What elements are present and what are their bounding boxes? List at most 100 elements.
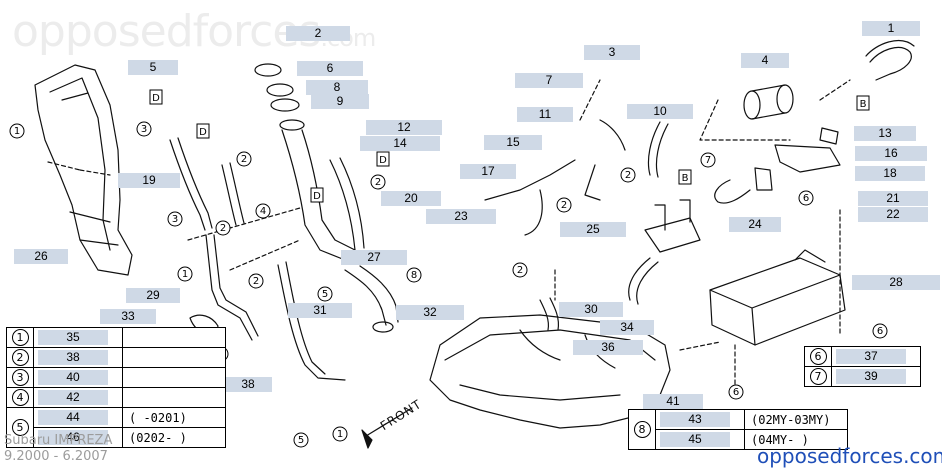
marker-circle-4: 4 (255, 203, 271, 219)
svg-text:1: 1 (337, 429, 343, 440)
marker-circle-1: 1 (9, 123, 25, 139)
callout-11: 11 (517, 107, 573, 122)
legend-symbol: 4 (11, 389, 29, 406)
legend-row: 46 (0202- ) (7, 427, 226, 448)
legend-part-number: 35 (38, 330, 108, 345)
legend-range (122, 367, 226, 388)
legend-range: (04MY- ) (744, 429, 848, 450)
callout-13: 13 (854, 126, 916, 141)
model-name: Subaru IMPREZA (4, 433, 113, 448)
svg-text:3: 3 (141, 124, 147, 135)
callout-9: 9 (311, 94, 369, 109)
svg-text:2: 2 (625, 170, 631, 181)
marker-circle-2: 2 (236, 151, 252, 167)
legend-symbol: 1 (11, 329, 29, 346)
marker-circle-5: 5 (317, 286, 333, 302)
svg-text:2: 2 (375, 177, 381, 188)
legend-part-number: 44 (38, 410, 108, 425)
legend-range: (02MY-03MY) (744, 409, 848, 430)
callout-20: 20 (381, 191, 441, 206)
callout-34: 34 (600, 320, 654, 335)
marker-circle-7: 7 (700, 152, 716, 168)
legend-part-number: 45 (660, 432, 730, 447)
legend-row: 1 35 (6, 327, 226, 348)
svg-text:B: B (682, 173, 689, 184)
callout-29: 29 (126, 288, 180, 303)
fuel-line-part (277, 261, 346, 381)
callout-6: 6 (297, 61, 363, 76)
svg-text:7: 7 (705, 155, 711, 166)
svg-text:2: 2 (253, 276, 259, 287)
legend-range (122, 387, 226, 408)
callout-24: 24 (729, 217, 781, 232)
callout-7: 7 (515, 73, 583, 88)
legend-row: 45 (04MY- ) (629, 429, 848, 450)
marker-box-c: D (310, 187, 324, 203)
legend-range (122, 327, 226, 348)
model-dates: 9.2000 - 6.2007 (4, 449, 108, 464)
watermark-bottom: opposedforces.com (757, 444, 942, 468)
callout-22: 22 (858, 207, 928, 222)
marker-circle-3: 3 (167, 211, 183, 227)
marker-circle-8: 8 (406, 267, 422, 283)
legend-symbol: 6 (809, 348, 827, 365)
marker-circle-1: 1 (177, 266, 193, 282)
callout-5: 5 (128, 60, 178, 75)
svg-text:5: 5 (298, 435, 304, 446)
marker-circle-6: 6 (798, 190, 814, 206)
svg-text:8: 8 (411, 270, 417, 281)
marker-circle-2: 2 (215, 220, 231, 236)
canister-part (709, 249, 846, 346)
marker-box-c: D (149, 89, 163, 105)
marker-box-b: B (856, 95, 870, 111)
svg-text:D: D (379, 155, 387, 166)
callout-33: 33 (100, 309, 156, 324)
callout-8: 8 (306, 80, 368, 95)
callout-4: 4 (741, 53, 789, 68)
callout-17: 17 (460, 164, 516, 179)
marker-circle-2: 2 (370, 174, 386, 190)
legend-part-number: 37 (836, 349, 906, 364)
legend-part-number: 43 (660, 412, 730, 427)
model-caption: Subaru IMPREZA 9.2000 - 6.2007 (4, 433, 112, 465)
hose-group-left (169, 137, 245, 231)
svg-text:6: 6 (803, 193, 809, 204)
callout-36: 36 (573, 340, 643, 355)
callout-3: 3 (584, 45, 640, 60)
callout-1: 1 (862, 21, 920, 36)
vent-line-part (484, 119, 626, 236)
callout-30: 30 (559, 302, 623, 317)
marker-box-b: B (678, 169, 692, 185)
legend-row: 6 37 (804, 346, 921, 367)
legend-part-number: 46 (38, 430, 108, 445)
callout-32: 32 (396, 305, 464, 320)
filler-neck-part (254, 63, 399, 333)
callout-28: 28 (852, 275, 940, 290)
marker-box-d: D (376, 151, 390, 167)
callout-14: 14 (360, 136, 440, 151)
center-bracket-part (628, 199, 701, 305)
callout-23: 23 (426, 209, 496, 224)
callout-21: 21 (858, 191, 928, 206)
legend-range: (0202- ) (122, 427, 226, 448)
callout-38: 38 (224, 377, 272, 392)
shield-bracket-part (34, 64, 133, 276)
marker-circle-1: 1 (332, 426, 348, 442)
marker-circle-6: 6 (872, 323, 888, 339)
callout-2: 2 (286, 26, 350, 41)
marker-circle-5: 5 (293, 432, 309, 448)
marker-box-d: D (196, 123, 210, 139)
callout-25: 25 (560, 222, 626, 237)
legend-part-number: 38 (38, 350, 108, 365)
svg-text:2: 2 (561, 200, 567, 211)
svg-text:1: 1 (182, 269, 188, 280)
